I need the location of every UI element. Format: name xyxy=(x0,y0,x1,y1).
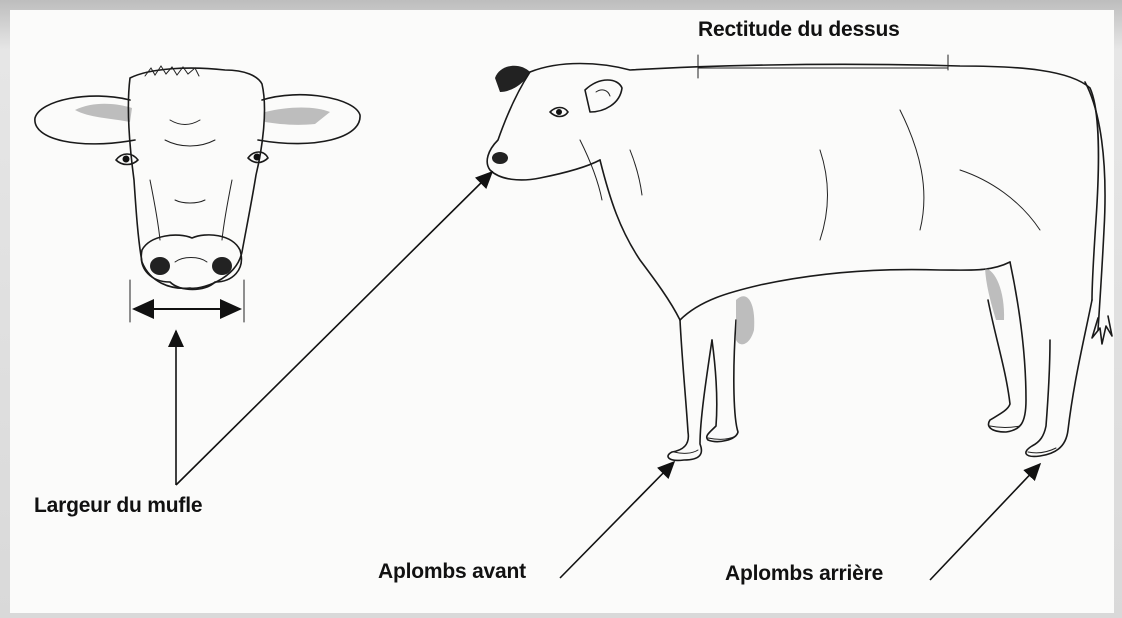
rear-legs-label: Aplombs arrière xyxy=(725,562,883,586)
muzzle-width-label: Largeur du mufle xyxy=(34,494,202,518)
cow-side-view xyxy=(487,64,1112,461)
cow-head-front-view xyxy=(35,66,360,290)
muzzle-width-dimension xyxy=(130,280,244,322)
top-line-label: Rectitude du dessus xyxy=(698,18,900,42)
front-legs-label: Aplombs avant xyxy=(378,560,526,584)
top-line-dimension xyxy=(698,55,948,78)
pointer-arrows xyxy=(176,172,1040,580)
